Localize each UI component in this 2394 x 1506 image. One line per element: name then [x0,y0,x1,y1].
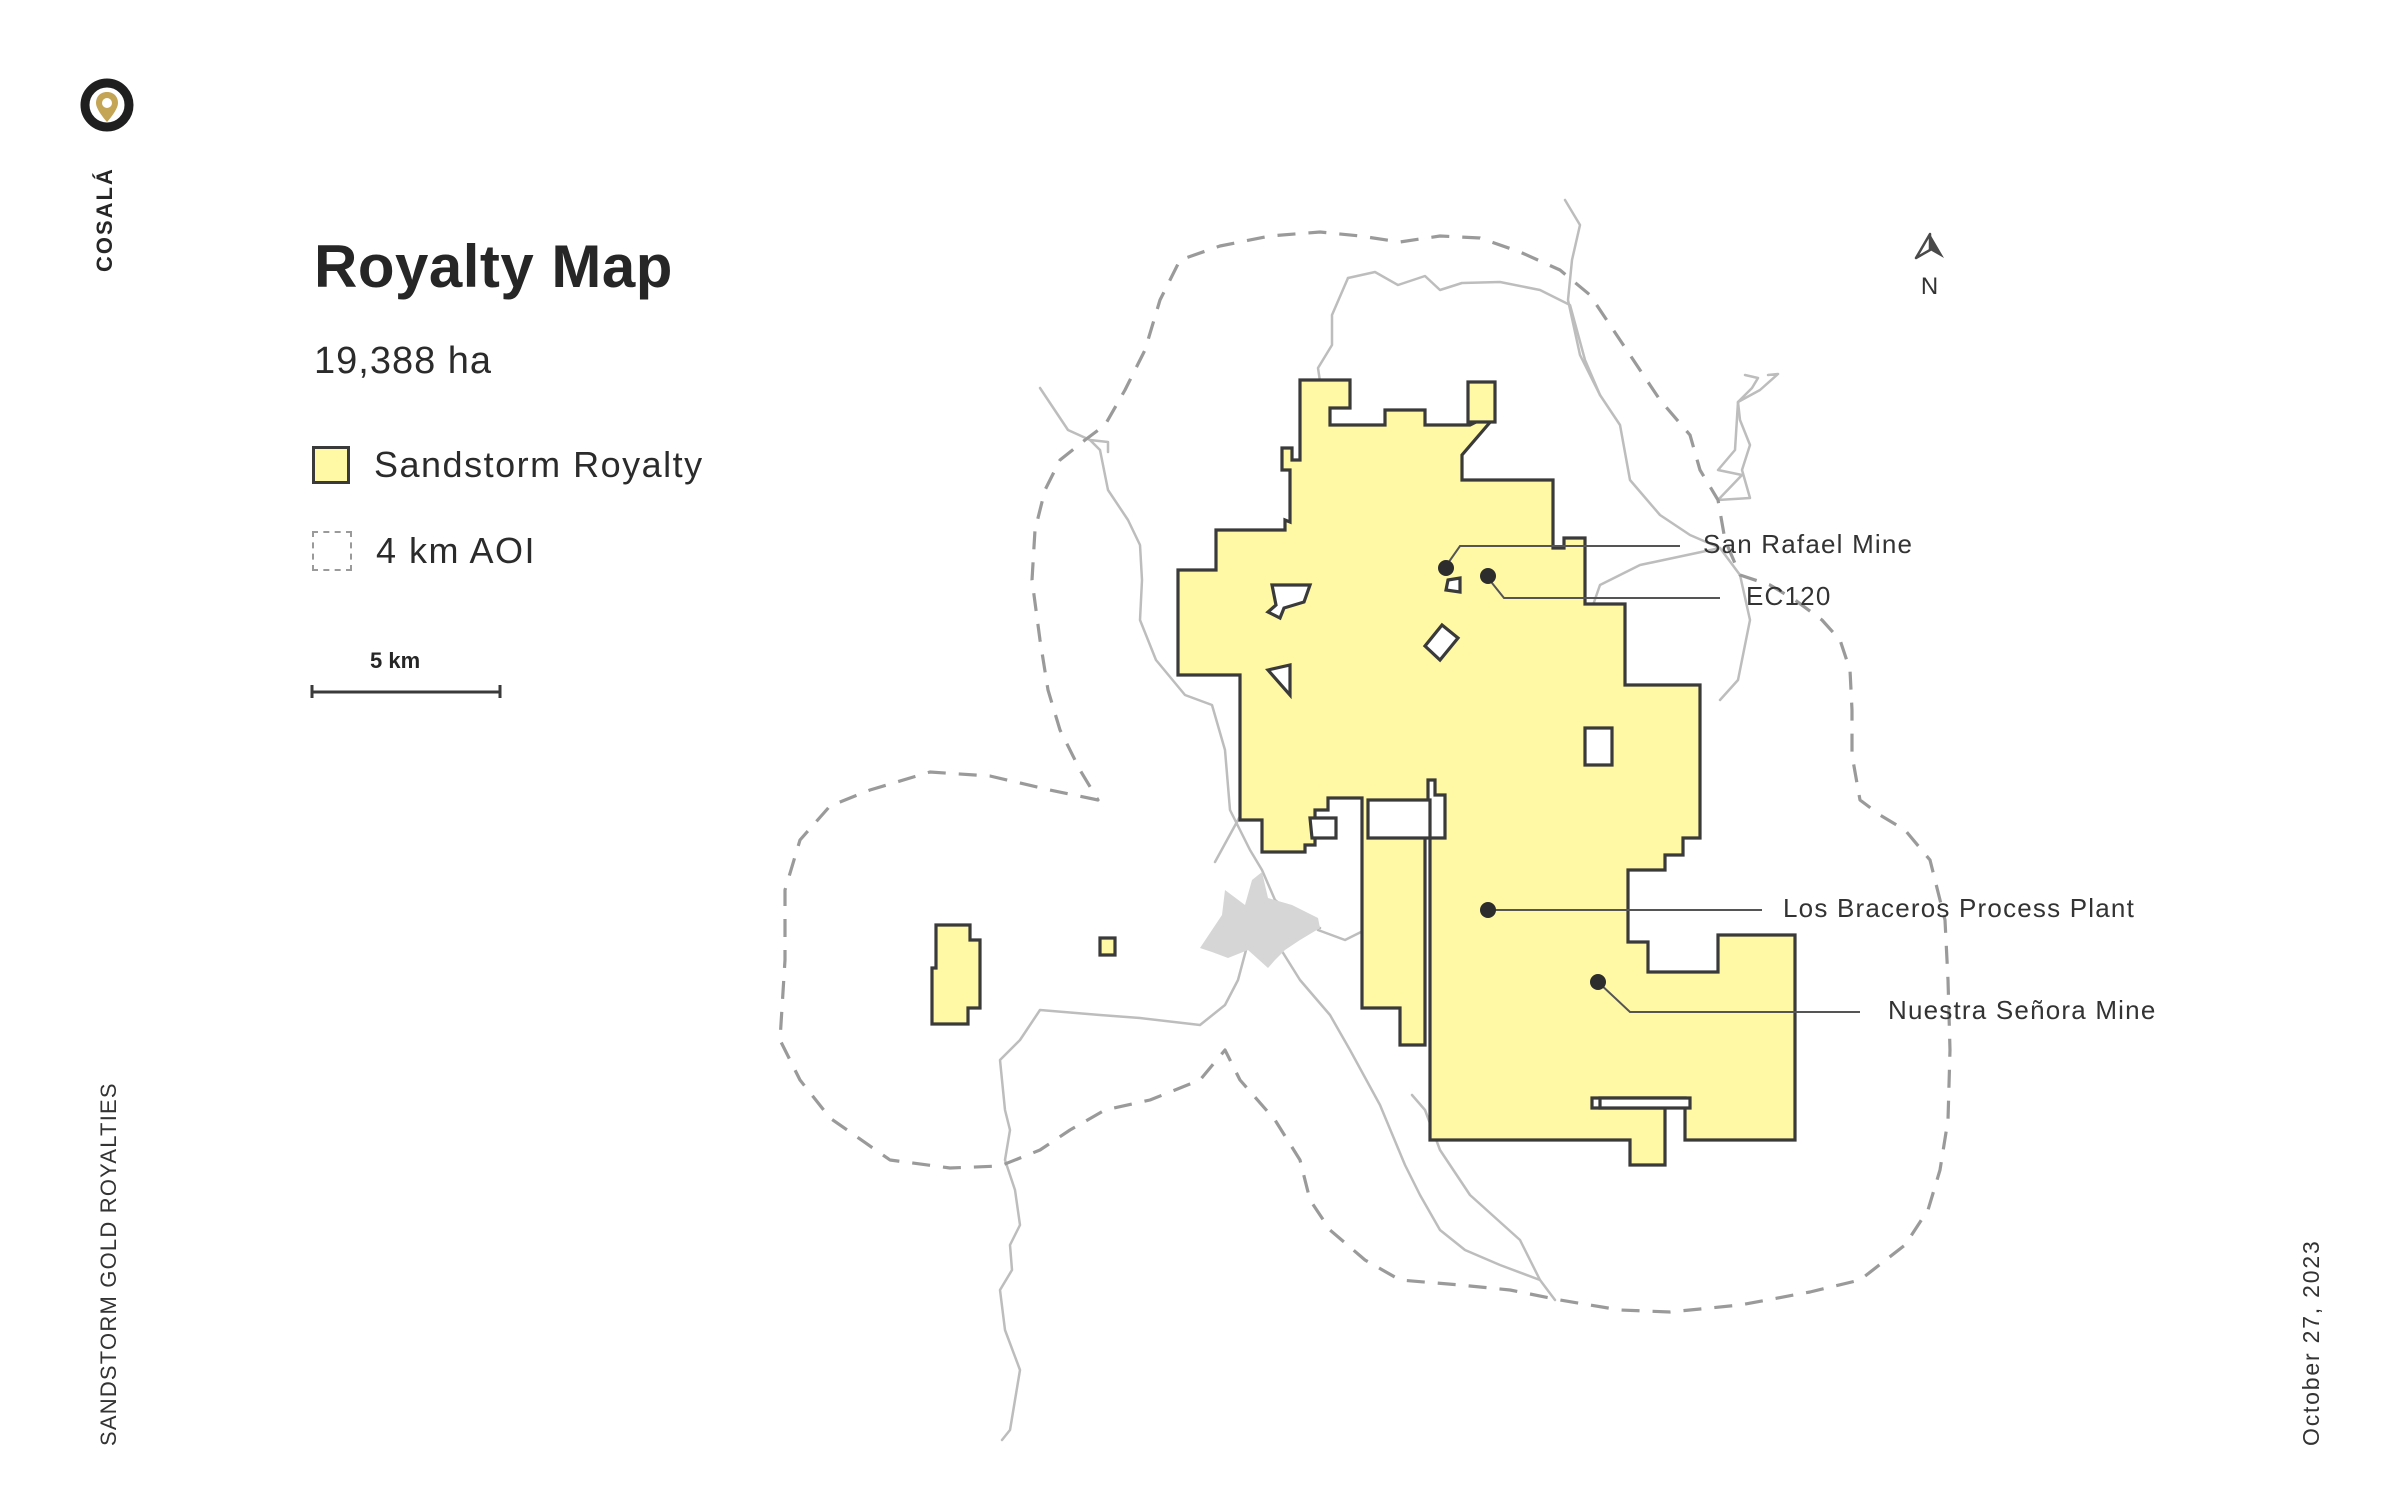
location-marker [1438,560,1454,576]
royalty-swatch [312,446,350,484]
excluded-area [1366,798,1432,840]
royalty-parcel [1466,380,1497,424]
location-marker [1480,568,1496,584]
legend-label: 4 km AOI [376,530,537,571]
leader-line [1597,981,1860,1013]
north-label: N [1920,273,1940,300]
royalty-parcel [1098,936,1117,957]
scale-bar [310,685,502,698]
page-title: Royalty Map [314,233,673,300]
excluded-area [1265,662,1292,700]
royalty-parcel-main [1176,378,1797,1167]
road [1038,386,1322,930]
brand-logo-icon [80,78,134,139]
legend-item-royalty: Sandstorm Royalty [312,443,704,487]
excluded-area [1583,726,1614,767]
road [998,898,1277,1442]
road [1716,372,1780,502]
excluded-area [1422,622,1461,663]
aoi-boundary [778,230,1952,1314]
road [1716,373,1760,502]
scale-label: 5 km [370,648,421,673]
road [1088,438,1110,454]
excluded-area [1265,583,1313,621]
legend-item-aoi: 4 km AOI [312,529,536,573]
water-body [1200,872,1320,968]
excluded-area [1444,576,1462,594]
location-marker [1480,902,1496,918]
road [1273,938,1557,1302]
leader-line [1445,545,1680,567]
location-label-los-braceros: Los Braceros Process Plant [1783,893,2135,923]
north-arrow: N [1910,232,1950,301]
north-arrow-icon [1914,232,1944,260]
royalty-parcel [930,923,982,1026]
location-label-san-rafael: San Rafael Mine [1703,529,1913,559]
location-marker [1590,974,1606,990]
leader-line [1487,577,1720,599]
road [1410,1093,1542,1282]
royalty-area [930,378,1797,1167]
excluded-area [1308,816,1338,840]
legend-label: Sandstorm Royalty [374,444,704,485]
excluded-areas [1265,576,1692,1110]
footer-date: October 27, 2023 [2298,1239,2324,1446]
location-label-nuestra-senora: Nuestra Señora Mine [1888,995,2156,1025]
road [1563,198,1752,702]
excluded-area [1598,1096,1692,1110]
location-markers [1438,560,1606,990]
aoi-swatch [312,531,352,571]
callouts [1445,545,1860,1013]
location-label-ec120: EC120 [1746,581,1832,611]
footer-company: SANDSTORM GOLD ROYALTIES [96,1082,121,1446]
area-value: 19,388 ha [314,340,493,382]
road [1346,270,1602,397]
roads [998,198,1780,1442]
